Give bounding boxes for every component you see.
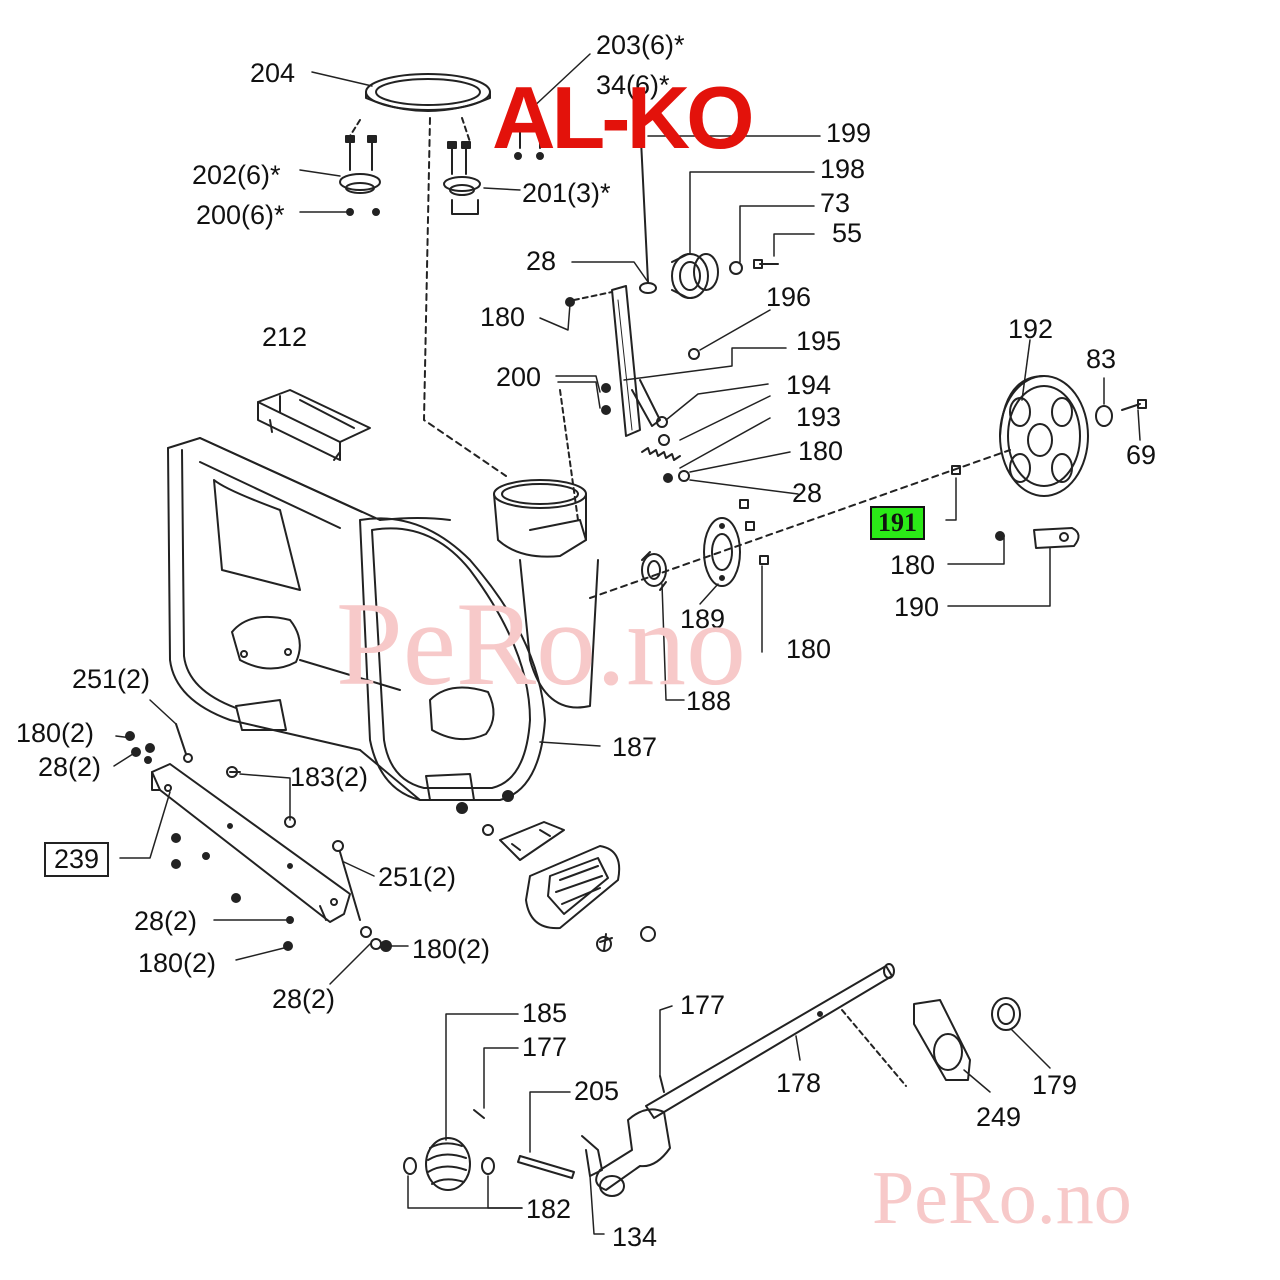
callout-198: 198 bbox=[820, 154, 866, 184]
chute-tube bbox=[493, 479, 599, 709]
callout-83: 83 bbox=[1086, 344, 1117, 374]
callout-203: 203(6)* bbox=[596, 30, 685, 60]
leader-lines bbox=[113, 53, 1141, 1235]
chute-mount-212 bbox=[257, 389, 371, 461]
callout-195: 195 bbox=[796, 326, 842, 356]
callout-202: 202(6)* bbox=[192, 160, 281, 190]
shaft-199 bbox=[639, 119, 657, 294]
callout-239-boxed: 239 bbox=[44, 842, 110, 877]
yoke-134 bbox=[581, 1108, 671, 1197]
flange-189 bbox=[703, 517, 741, 587]
callout-73: 73 bbox=[820, 188, 851, 218]
callout-179: 179 bbox=[1032, 1070, 1078, 1100]
callout-28-bar-bottom: 28(2) bbox=[272, 984, 336, 1014]
callout-249: 249 bbox=[976, 1102, 1022, 1132]
callout-180-spring: 180 bbox=[798, 436, 844, 466]
callout-180-left: 180(2) bbox=[16, 718, 95, 748]
nut-73-bolt-55 bbox=[729, 259, 779, 275]
callout-187: 187 bbox=[612, 732, 658, 762]
callout-200-lever: 200 bbox=[496, 362, 542, 392]
callout-194: 194 bbox=[786, 370, 832, 400]
auger-housing-187 bbox=[167, 437, 546, 801]
callout-193: 193 bbox=[796, 402, 842, 432]
nuts-180 bbox=[739, 465, 961, 565]
scraper-bar-239 bbox=[151, 763, 351, 923]
callout-28-left: 28(2) bbox=[38, 752, 102, 782]
callout-178: 178 bbox=[776, 1068, 822, 1098]
bolts-194 bbox=[565, 297, 700, 446]
bearing-179 bbox=[991, 997, 1021, 1031]
callout-180-flange: 180 bbox=[786, 634, 832, 664]
clamp-190 bbox=[995, 527, 1080, 549]
callout-28-spring: 28 bbox=[792, 478, 823, 508]
callout-189: 189 bbox=[680, 604, 726, 634]
callout-69: 69 bbox=[1126, 440, 1157, 470]
pulley-198 bbox=[671, 253, 719, 299]
callout-199: 199 bbox=[826, 118, 872, 148]
callout-180-bar-right: 180(2) bbox=[412, 934, 491, 964]
callout-34: 34(6)* bbox=[596, 70, 670, 100]
watermark-corner: PeRo.no bbox=[872, 1156, 1132, 1240]
shaft-178 bbox=[645, 963, 907, 1119]
callout-55: 55 bbox=[832, 218, 863, 248]
callout-182: 182 bbox=[526, 1194, 572, 1224]
plate-249 bbox=[913, 999, 971, 1081]
callout-196: 196 bbox=[766, 282, 812, 312]
pulley-192 bbox=[999, 375, 1147, 497]
callout-204: 204 bbox=[250, 58, 296, 88]
skid-shoe bbox=[456, 790, 656, 952]
chute-ring-204 bbox=[365, 73, 491, 112]
callout-28-upper: 28 bbox=[526, 246, 557, 276]
callout-28-bar: 28(2) bbox=[134, 906, 198, 936]
callout-185: 185 bbox=[522, 998, 568, 1028]
callout-201: 201(3)* bbox=[522, 178, 611, 208]
bolts-203-34 bbox=[514, 125, 544, 160]
lever-plate-195 bbox=[611, 285, 661, 437]
pins-177-205 bbox=[473, 1075, 665, 1179]
callout-251-left: 251(2) bbox=[72, 664, 151, 694]
watermark-center: PeRo.no bbox=[336, 577, 747, 710]
bolts-201 bbox=[443, 117, 481, 215]
callout-251-right: 251(2) bbox=[378, 862, 457, 892]
callout-205: 205 bbox=[574, 1076, 620, 1106]
spring-185-182 bbox=[403, 1137, 495, 1191]
spring-193 bbox=[641, 447, 690, 483]
callout-212: 212 bbox=[262, 322, 308, 352]
callout-177-left: 177 bbox=[522, 1032, 568, 1062]
callout-188: 188 bbox=[686, 686, 732, 716]
callout-134: 134 bbox=[612, 1222, 658, 1252]
alko-logo: AL-KO bbox=[492, 68, 755, 167]
callout-200-top: 200(6)* bbox=[196, 200, 285, 230]
callout-190: 190 bbox=[894, 592, 940, 622]
bearing-188 bbox=[641, 551, 667, 591]
callout-180-clamp: 180 bbox=[890, 550, 936, 580]
callout-192: 192 bbox=[1008, 314, 1054, 344]
bolts-202-200 bbox=[339, 119, 381, 216]
callout-180-upper: 180 bbox=[480, 302, 526, 332]
callout-183: 183(2) bbox=[290, 762, 369, 792]
callout-177-right: 177 bbox=[680, 990, 726, 1020]
callout-191-highlighted[interactable]: 191 bbox=[870, 506, 925, 540]
callout-180-bar-left: 180(2) bbox=[138, 948, 217, 978]
